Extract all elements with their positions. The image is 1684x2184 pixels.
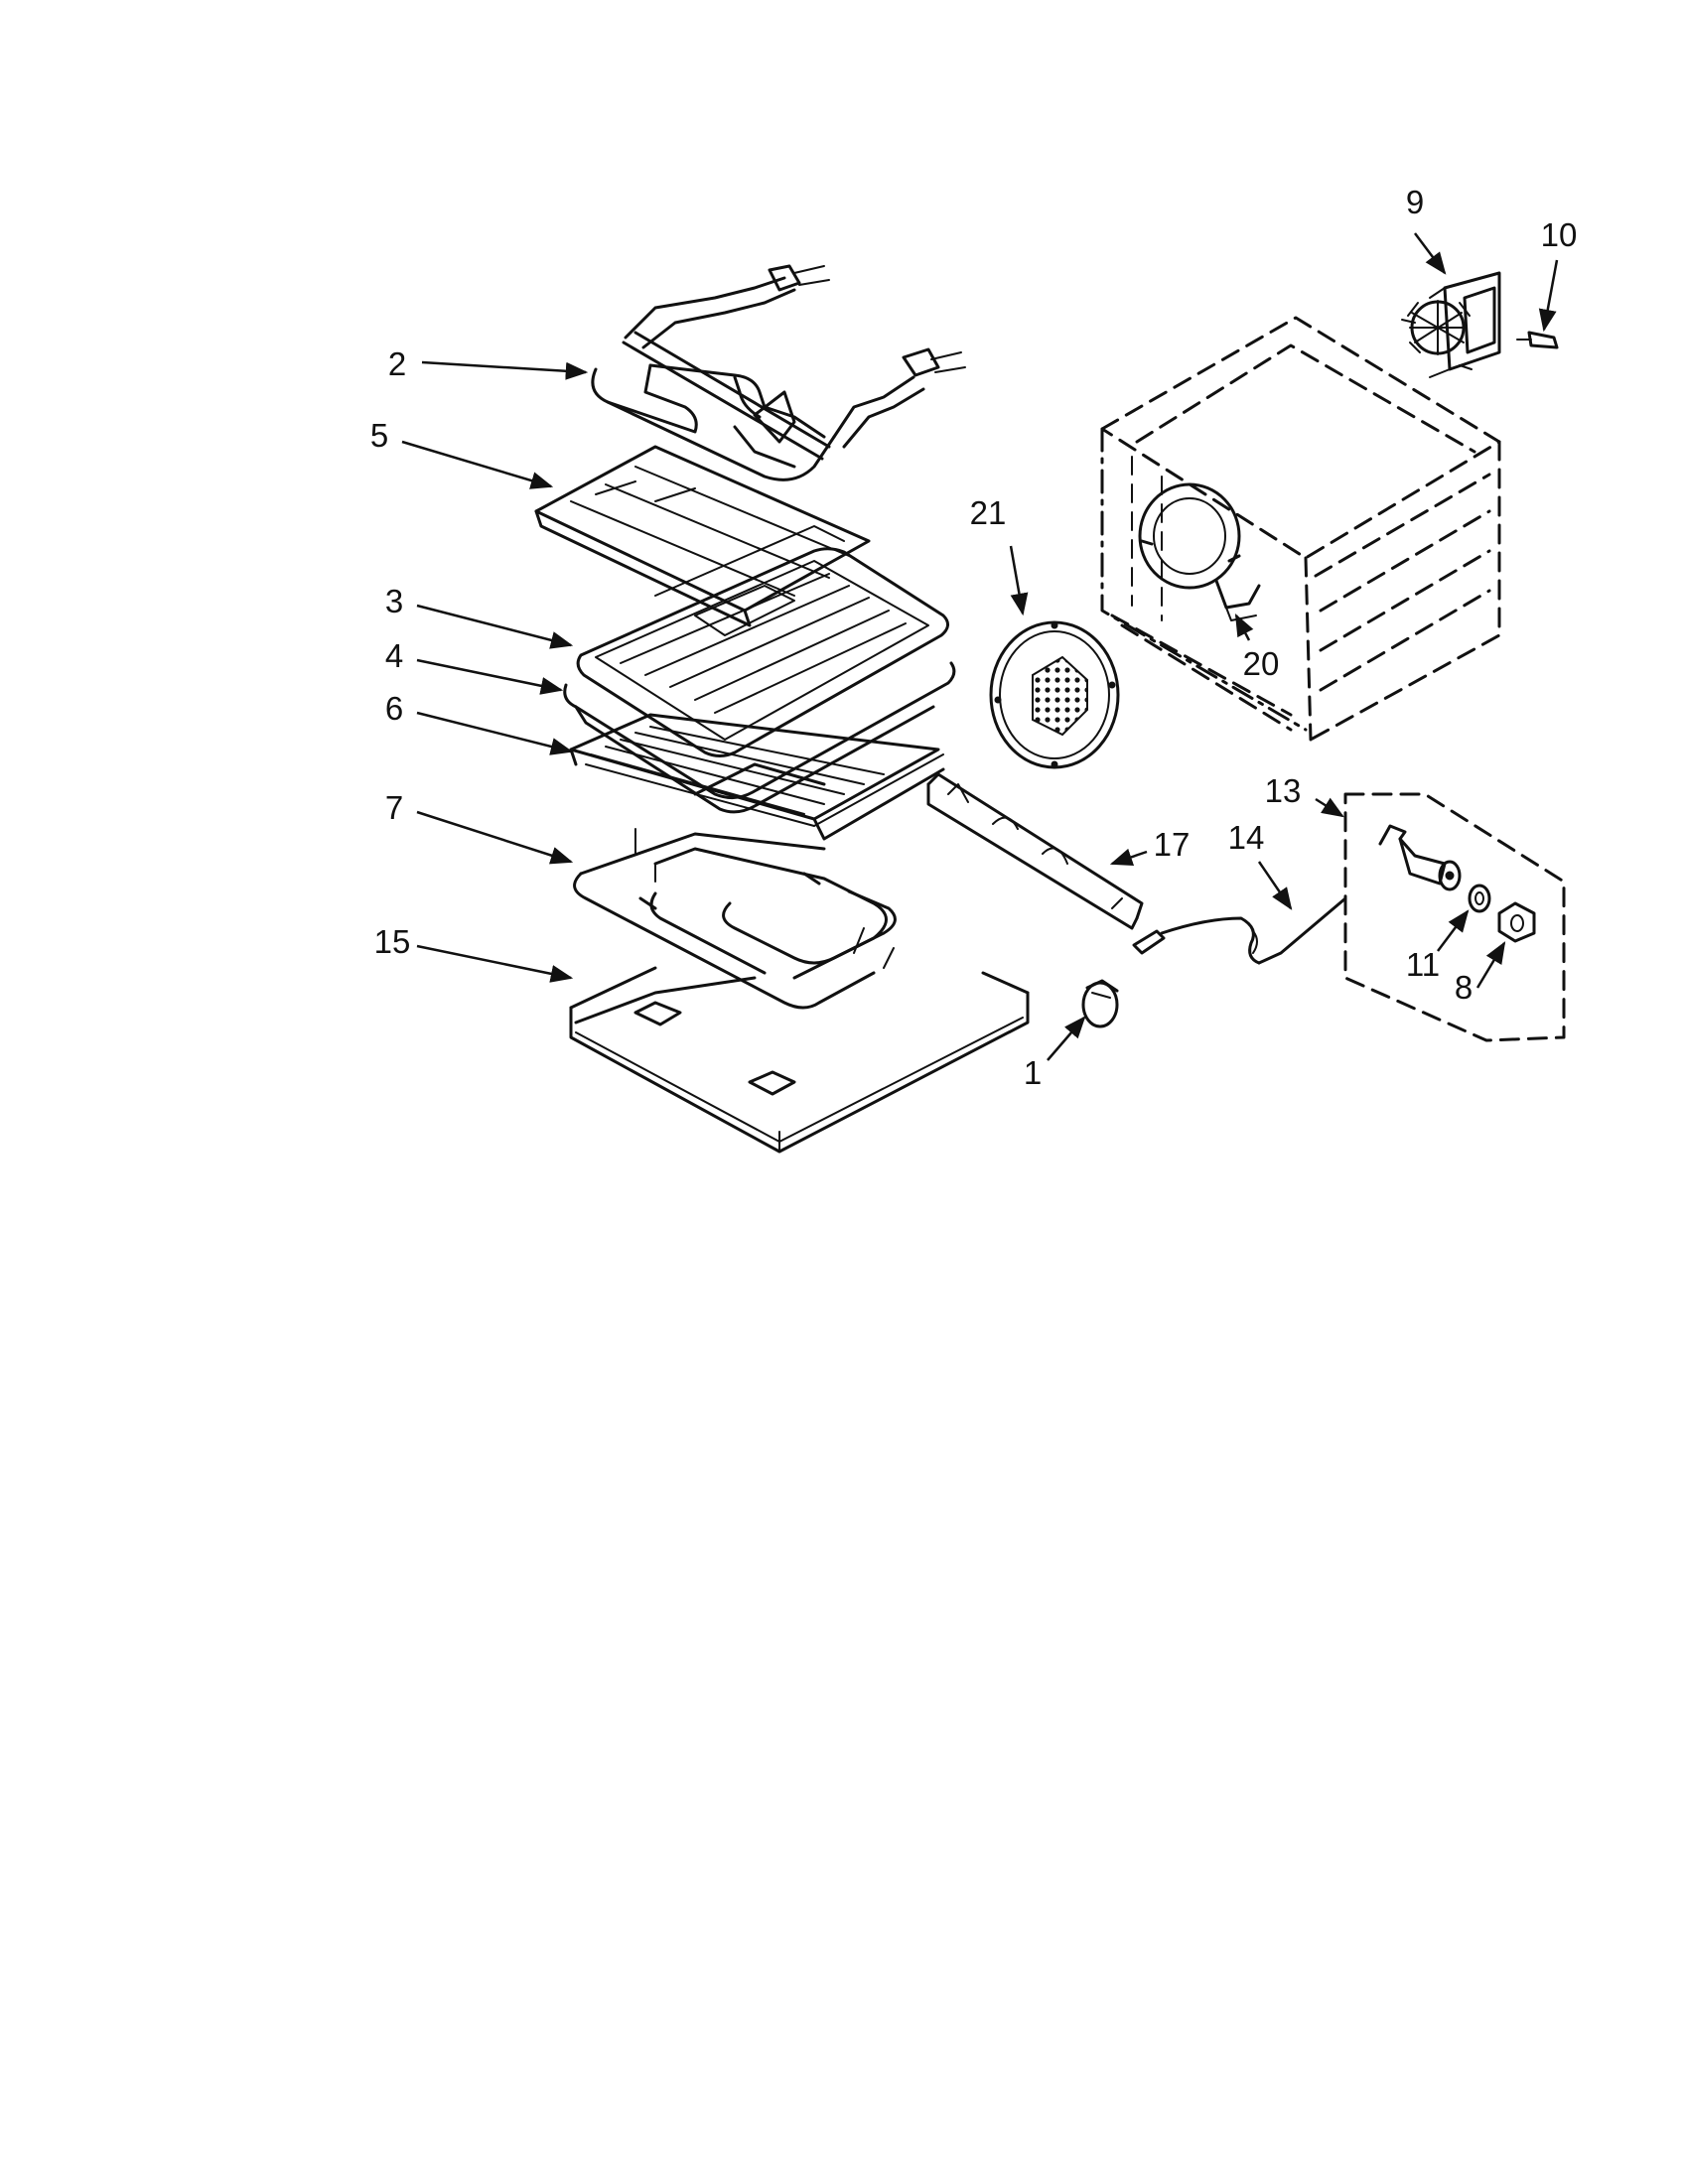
- callout-13: 13: [1265, 772, 1302, 809]
- part-2-broil-element: [591, 264, 966, 481]
- oven-cavity-outline: [1100, 316, 1501, 742]
- leader-14: [1257, 861, 1293, 910]
- callout-11: 11: [1406, 946, 1440, 983]
- callout-labels: 2 5 3 4 6 7 15 17 21 20 9 10 13 14 11 8 …: [370, 184, 1578, 1091]
- probe-jack-kit-box: [1343, 792, 1566, 1042]
- part-15-bottom-tray: [569, 966, 1030, 1154]
- part-20-convection-element: [1138, 482, 1261, 621]
- leader-7: [416, 810, 574, 865]
- leader-6: [416, 711, 574, 755]
- callout-1: 1: [1024, 1054, 1042, 1091]
- callout-14: 14: [1228, 819, 1265, 856]
- callout-8: 8: [1455, 969, 1473, 1006]
- leader-8: [1475, 941, 1506, 989]
- leader-21: [1009, 545, 1029, 616]
- leader-4: [416, 658, 564, 695]
- callout-6: 6: [385, 690, 403, 727]
- leader-3: [416, 604, 574, 649]
- callout-21: 21: [970, 494, 1007, 531]
- part-7-bake-element: [573, 828, 897, 1010]
- callout-15: 15: [374, 923, 411, 960]
- callout-20: 20: [1243, 645, 1280, 682]
- leader-17: [1109, 848, 1148, 866]
- callout-17: 17: [1154, 826, 1191, 863]
- leader-20: [1234, 614, 1254, 641]
- leader-lines: [401, 232, 1559, 1061]
- leader-9: [1414, 232, 1447, 275]
- part-9-fan-motor: [1401, 271, 1501, 378]
- callout-2: 2: [388, 345, 406, 382]
- callout-10: 10: [1541, 216, 1578, 253]
- leader-10: [1538, 259, 1559, 333]
- leader-2: [421, 360, 589, 380]
- part-14-meat-probe: [1132, 896, 1347, 965]
- leader-13: [1315, 797, 1344, 818]
- part-3-broil-pan-grid: [576, 525, 949, 757]
- part-5-broil-shield: [534, 445, 871, 627]
- callout-5: 5: [370, 417, 388, 454]
- callout-7: 7: [385, 789, 403, 826]
- callout-4: 4: [385, 637, 403, 674]
- callout-3: 3: [385, 583, 403, 619]
- part-21-fan-baffle: [989, 620, 1120, 769]
- leader-5: [401, 440, 554, 489]
- leader-15: [416, 944, 574, 983]
- part-1-light-lens: [1081, 979, 1119, 1028]
- leader-1: [1047, 1016, 1086, 1061]
- leader-11: [1437, 909, 1470, 952]
- part-6-oven-rack: [569, 713, 945, 841]
- callout-9: 9: [1406, 184, 1424, 220]
- part-17-rack-support: [926, 772, 1144, 930]
- part-10-screw: [1516, 331, 1559, 349]
